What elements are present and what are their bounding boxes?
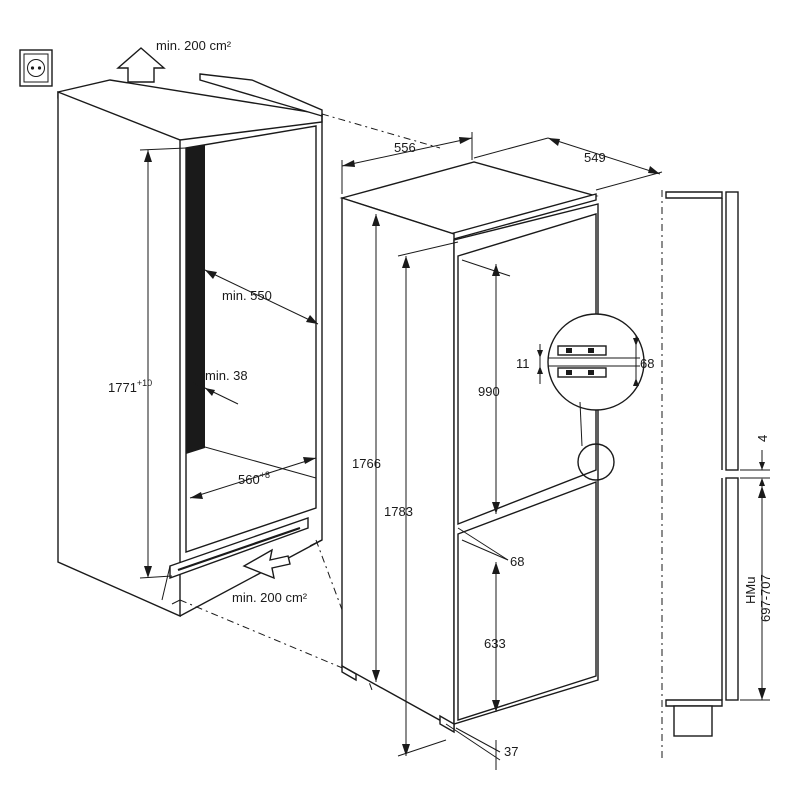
appliance-height-1783-label: 1783: [384, 504, 413, 519]
door-gap-label: 68: [510, 554, 524, 569]
detail-right-label: 68: [640, 356, 654, 371]
fridge-door-label: 990: [478, 384, 500, 399]
hmu-label: HMu: [743, 577, 758, 604]
door-gap-dimension: [457, 527, 509, 561]
appliance-height-1766-label: 1766: [352, 456, 381, 471]
power-socket-icon: [19, 49, 53, 87]
plinth-label: 37: [504, 744, 518, 759]
side-min-label: min. 38: [205, 368, 248, 383]
depth-min-dimension: [204, 269, 319, 325]
side-elevation: [661, 190, 739, 760]
kitchen-gap-label: 4: [755, 435, 770, 442]
vent-bottom-label: min. 200 cm²: [232, 590, 308, 605]
hmu-dimension: [740, 486, 770, 701]
kitchen-gap-dimension: [740, 450, 770, 486]
appliance-height-1783-dimension: [397, 241, 459, 757]
side-min-dimension: [185, 379, 239, 405]
niche-height-label: 1771+10: [108, 378, 152, 395]
niche-height-dimension: [139, 147, 187, 579]
appliance-body: [339, 161, 599, 734]
depth-min-label: min. 550: [222, 288, 272, 303]
freezer-door-dimension: [492, 562, 500, 712]
hmu-range-label: 697-707: [758, 574, 773, 622]
plinth-dimension: [445, 723, 501, 770]
appliance-depth-dimension: [341, 132, 473, 194]
fridge-door-dimension: [492, 264, 500, 514]
airflow-up-arrow-icon: [116, 47, 166, 83]
detail-left-label: 11: [516, 356, 530, 371]
appliance-height-1766-dimension: [372, 214, 380, 682]
appliance-width-label: 549: [584, 150, 606, 165]
airflow-in-arrow-icon: [242, 548, 291, 580]
freezer-door-label: 633: [484, 636, 506, 651]
appliance-width-dimension: [473, 137, 663, 191]
vent-top-label: min. 200 cm²: [156, 38, 232, 53]
appliance-depth-label: 556: [394, 140, 416, 155]
hinge-detail-callout: [537, 313, 645, 481]
niche-width-dimension: [189, 457, 317, 499]
niche-width-label: 560+8: [238, 470, 270, 487]
cabinet-niche: [57, 73, 323, 618]
